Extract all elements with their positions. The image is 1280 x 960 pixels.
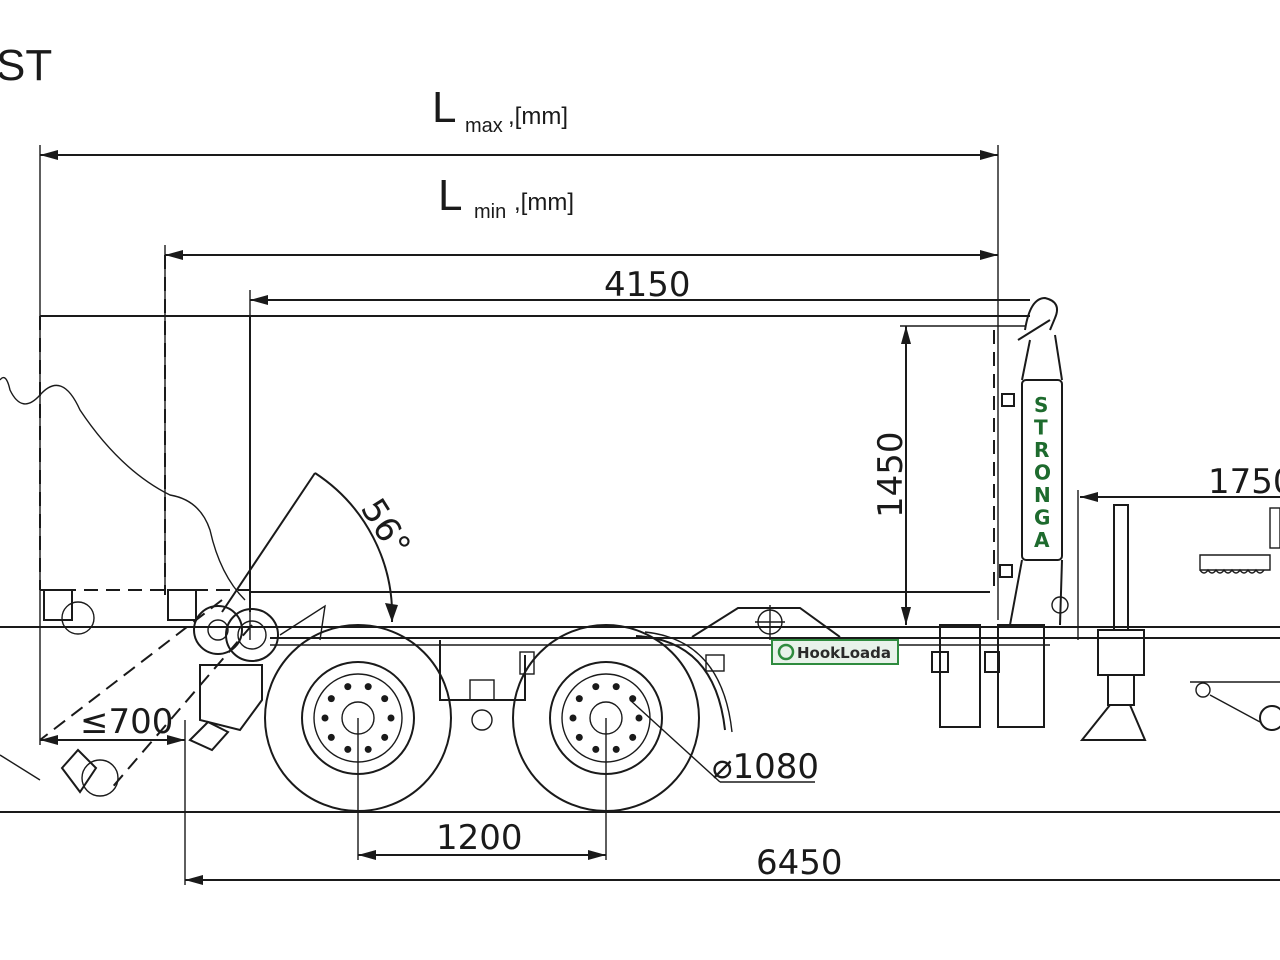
dim-6450-line bbox=[185, 875, 1280, 885]
wheel-bolt bbox=[612, 745, 620, 753]
stronga-letter: N bbox=[1034, 483, 1051, 507]
l-max-label: L max ,[mm] bbox=[432, 83, 568, 137]
dim-4150-label: 4150 bbox=[604, 265, 691, 305]
wheel-bolt bbox=[364, 683, 372, 691]
l-min-dimension-line bbox=[165, 250, 998, 260]
tipping-curve bbox=[0, 376, 246, 601]
dim-4150-line bbox=[250, 295, 1030, 305]
wheel-bolt bbox=[327, 733, 335, 741]
dim-1200-line bbox=[358, 850, 606, 860]
angle-56-label: 56° bbox=[352, 492, 418, 564]
l-max-sub: max bbox=[465, 115, 503, 137]
hook-arm bbox=[999, 296, 1069, 626]
dim-1450-line bbox=[900, 325, 1025, 625]
dim-1750-line bbox=[1077, 490, 1280, 640]
wheel-bolt bbox=[344, 745, 352, 753]
wheel-bolt bbox=[575, 695, 583, 703]
dim-700-label: ≤700 bbox=[80, 702, 173, 742]
chassis-frame bbox=[0, 605, 1280, 728]
wheel-bolt bbox=[635, 714, 643, 722]
l-min-unit: ,[mm] bbox=[514, 189, 574, 216]
wheel-bolt bbox=[592, 683, 600, 691]
dim-6450-label: 6450 bbox=[756, 843, 843, 883]
stronga-letter: A bbox=[1034, 528, 1050, 552]
l-max-dimension-line bbox=[40, 150, 998, 160]
l-max-unit: ,[mm] bbox=[508, 103, 568, 130]
angle-56-arc bbox=[221, 472, 398, 623]
wheel-bolt bbox=[592, 745, 600, 753]
l-min-label: L min ,[mm] bbox=[438, 171, 574, 223]
plate-text: HookLoada bbox=[797, 644, 891, 662]
dim-1080-label: ⌀1080 bbox=[712, 747, 819, 787]
wheel-bolt bbox=[321, 714, 329, 722]
wheel-bolt bbox=[575, 733, 583, 741]
dim-1200-label: 1200 bbox=[436, 818, 523, 858]
l-min-sub: min bbox=[474, 201, 506, 223]
l-max-main: L bbox=[432, 83, 456, 132]
stronga-letter: S bbox=[1034, 393, 1048, 417]
stronga-letter: T bbox=[1034, 416, 1048, 440]
tail-mechanism bbox=[43, 589, 326, 752]
wheel-bolt bbox=[629, 733, 637, 741]
stronga-letter: R bbox=[1034, 438, 1049, 462]
model-suffix-title: ST bbox=[0, 41, 52, 90]
wheel-bolt bbox=[344, 683, 352, 691]
wheel-bolt bbox=[569, 714, 577, 722]
hookloada-plate: HookLoada bbox=[771, 639, 899, 665]
wheel-bolt bbox=[381, 695, 389, 703]
wheel-bolt bbox=[327, 695, 335, 703]
stronga-letter: O bbox=[1034, 461, 1051, 485]
stronga-letter: G bbox=[1034, 506, 1050, 530]
front-stand bbox=[1079, 504, 1280, 741]
dim-700-line bbox=[40, 735, 185, 745]
dim-1450-label: 1450 bbox=[871, 431, 911, 518]
wheel-bolt bbox=[612, 683, 620, 691]
wheel-bolt bbox=[381, 733, 389, 741]
wheel-bolt bbox=[387, 714, 395, 722]
dim-1750-label: 1750 bbox=[1208, 462, 1280, 502]
l-min-main: L bbox=[438, 171, 462, 220]
wheel-bolt bbox=[364, 745, 372, 753]
dim-1080-leader bbox=[629, 699, 815, 783]
